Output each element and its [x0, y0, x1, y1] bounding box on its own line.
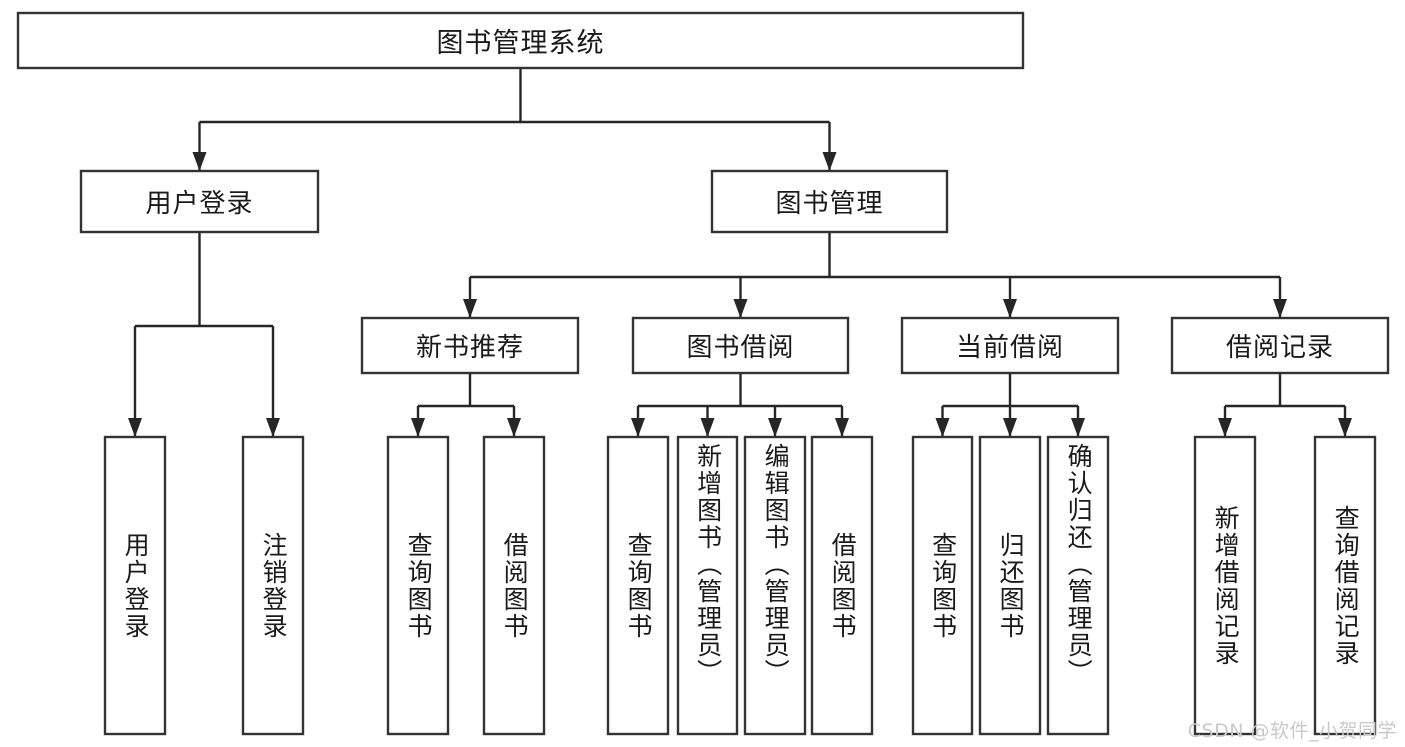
- node-box-leaf-query-book-borrow[interactable]: [606, 435, 670, 736]
- vertical-text: 新增借阅记录: [1211, 504, 1241, 667]
- node-label-leaf-edit-book-admin: 编辑图书（管理员）: [745, 437, 805, 734]
- node-label-root: 图书管理系统: [436, 28, 605, 59]
- node-box-leaf-add-book-admin[interactable]: [676, 435, 739, 736]
- arrow-head-leaf-query-book-rec: [411, 418, 425, 437]
- node-box-borrow-records[interactable]: [1170, 316, 1390, 375]
- arrow-head-new-book-recommend: [463, 299, 477, 318]
- node-box-layer: [16, 11, 1390, 736]
- node-label-book-management: 图书管理: [775, 189, 884, 219]
- node-label-leaf-query-book-current: 查询图书: [913, 437, 972, 734]
- arrow-head-leaf-borrow-book-rec: [507, 418, 521, 437]
- node-box-leaf-query-book-rec[interactable]: [386, 435, 450, 736]
- node-label-user-login: 用户登录: [145, 189, 254, 219]
- node-label-leaf-add-book-admin: 新增图书（管理员）: [678, 437, 737, 734]
- vertical-text: 编辑图书（管理员）: [761, 443, 791, 686]
- node-box-leaf-logout[interactable]: [241, 435, 305, 736]
- node-box-leaf-return-book[interactable]: [978, 435, 1042, 736]
- node-box-leaf-user-login[interactable]: [103, 435, 167, 736]
- node-box-new-book-recommend[interactable]: [360, 316, 580, 375]
- node-label-leaf-logout: 注销登录: [243, 437, 303, 734]
- vertical-text: 用户登录: [121, 531, 151, 640]
- node-label-leaf-user-login: 用户登录: [105, 437, 165, 734]
- arrow-head-leaf-confirm-return-admin: [1071, 418, 1085, 437]
- node-box-leaf-borrow-book-rec[interactable]: [482, 435, 546, 736]
- node-label-leaf-confirm-return-admin: 确认归还（管理员）: [1048, 437, 1108, 734]
- node-box-leaf-edit-book-admin[interactable]: [743, 435, 807, 736]
- vertical-text: 借阅图书: [500, 531, 530, 640]
- vertical-text: 借阅图书: [828, 531, 858, 640]
- arrow-head-leaf-query-borrow-record: [1338, 418, 1352, 437]
- vertical-text: 新增图书（管理员）: [693, 443, 723, 686]
- vertical-text: 注销登录: [259, 531, 289, 640]
- node-box-leaf-add-borrow-record[interactable]: [1193, 435, 1257, 736]
- arrow-head-leaf-return-book: [1003, 418, 1017, 437]
- node-label-leaf-borrow-book-rec: 借阅图书: [484, 437, 544, 734]
- arrow-head-book-management: [822, 152, 837, 171]
- node-label-leaf-query-book-rec: 查询图书: [388, 437, 448, 734]
- node-label-leaf-query-book-borrow: 查询图书: [608, 437, 668, 734]
- arrow-head-current-borrow: [1003, 299, 1017, 318]
- arrow-head-borrow-records: [1273, 299, 1287, 318]
- node-box-leaf-borrow-book[interactable]: [810, 435, 874, 736]
- vertical-text: 查询图书: [404, 531, 434, 640]
- node-box-book-borrow[interactable]: [631, 316, 850, 375]
- node-label-new-book-recommend: 新书推荐: [415, 333, 524, 363]
- arrow-head-leaf-query-book-borrow: [631, 418, 645, 437]
- vertical-text: 查询借阅记录: [1331, 504, 1361, 667]
- node-label-current-borrow: 当前借阅: [955, 333, 1064, 363]
- vertical-text: 查询图书: [624, 531, 654, 640]
- node-label-leaf-query-borrow-record: 查询借阅记录: [1315, 437, 1375, 734]
- arrow-head-user-login: [192, 152, 207, 171]
- arrow-head-book-borrow: [733, 299, 748, 318]
- connector-layer: [128, 68, 1352, 437]
- vertical-text: 归还图书: [996, 531, 1026, 640]
- arrow-head-leaf-query-book-current: [935, 418, 950, 437]
- node-label-leaf-return-book: 归还图书: [980, 437, 1040, 734]
- node-box-leaf-query-book-current[interactable]: [911, 435, 974, 736]
- node-label-book-borrow: 图书借阅: [686, 333, 795, 363]
- arrow-head-leaf-user-login: [128, 418, 142, 437]
- node-box-book-management[interactable]: [710, 169, 949, 234]
- arrow-head-leaf-add-book-admin: [700, 418, 715, 437]
- node-box-user-login[interactable]: [79, 169, 320, 234]
- node-label-borrow-records: 借阅记录: [1225, 333, 1334, 363]
- node-box-leaf-confirm-return-admin[interactable]: [1046, 435, 1110, 736]
- arrow-head-leaf-logout: [266, 418, 280, 437]
- node-box-leaf-query-borrow-record[interactable]: [1313, 435, 1377, 736]
- arrow-head-leaf-add-borrow-record: [1218, 418, 1232, 437]
- node-label-leaf-borrow-book: 借阅图书: [812, 437, 872, 734]
- vertical-text: 确认归还（管理员）: [1064, 443, 1094, 686]
- node-box-root[interactable]: [16, 11, 1025, 70]
- node-box-current-borrow[interactable]: [900, 316, 1120, 375]
- arrow-head-leaf-borrow-book: [835, 418, 849, 437]
- node-label-leaf-add-borrow-record: 新增借阅记录: [1195, 437, 1255, 734]
- vertical-text: 查询图书: [928, 531, 958, 640]
- arrow-head-leaf-edit-book-admin: [768, 418, 782, 437]
